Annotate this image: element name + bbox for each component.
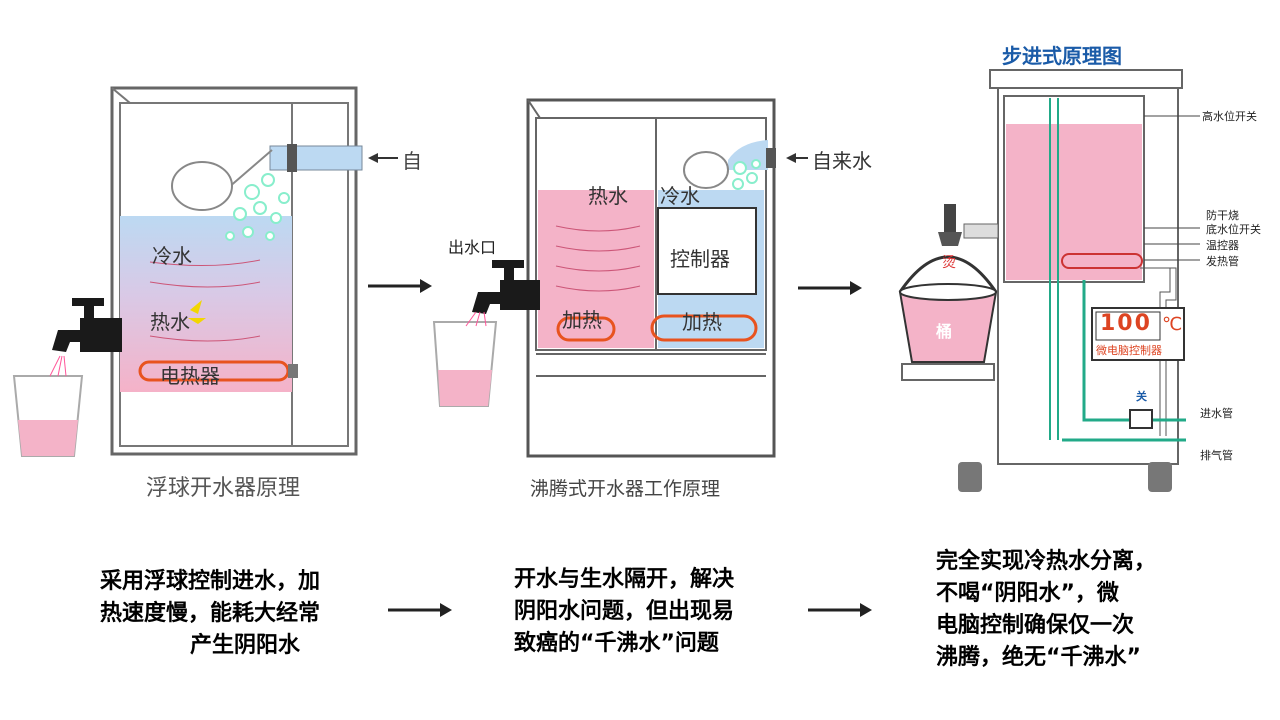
description-3-line-4: 沸腾，绝无“千沸水” <box>936 645 1141 670</box>
p3-spray-label: 烫 <box>942 255 956 271</box>
arrow-1 <box>368 279 432 293</box>
p3-low-level-label: 底水位开关 <box>1206 223 1261 236</box>
p3-thermostat-label: 温控器 <box>1206 239 1239 252</box>
p2-heat-right-label: 加热 <box>682 310 722 334</box>
panel3-valve <box>1129 409 1153 429</box>
p3-controller-label: 微电脑控制器 <box>1096 344 1162 357</box>
description-1-line-3: 产生阴阳水 <box>189 633 300 658</box>
panel1-inlet-pipe <box>269 145 363 171</box>
panel3-leg-left <box>958 462 982 492</box>
panel2-cup <box>432 311 498 407</box>
panel3-heating-tube <box>1061 253 1143 269</box>
description-3: 完全实现冷热水分离， 不喝“阴阳水”，微 电脑控制确保仅一次 沸腾，绝无“千沸水… <box>936 546 1236 674</box>
p3-vent-label: 排气管 <box>1200 449 1233 462</box>
description-3-line-2: 不喝“阴阳水”，微 <box>936 581 1119 606</box>
p1-inlet-label: 自 <box>402 149 422 173</box>
p2-inlet-label: 自来水 <box>812 149 872 173</box>
panel3-machine <box>898 69 1200 492</box>
p3-high-level-label: 高水位开关 <box>1202 110 1257 123</box>
description-1-line-2: 热速度慢，能耗大经常 <box>100 601 321 626</box>
panel1-bubbles <box>225 173 290 241</box>
p3-title: 步进式原理图 <box>1002 44 1122 68</box>
p1-caption: 浮球开水器原理 <box>146 476 301 501</box>
panel2-controller-box <box>657 207 757 295</box>
arrow-2 <box>798 281 862 295</box>
panel2-heater-left <box>556 316 616 342</box>
p2-hot-label: 热水 <box>588 184 628 208</box>
p3-dry-guard-label: 防干烧 <box>1206 209 1239 222</box>
p1-heater-label: 电热器 <box>160 364 220 388</box>
description-3-line-3: 电脑控制确保仅一次 <box>936 613 1135 638</box>
panel2-faucet <box>472 260 540 314</box>
panel1-faucet <box>52 298 122 352</box>
p3-inlet-label: 进水管 <box>1200 407 1233 420</box>
p1-cold-label: 冷水 <box>152 244 192 268</box>
description-2: 开水与生水隔开，解决 阴阳水问题，但出现易 致癌的“千沸水”问题 <box>514 564 804 660</box>
panel1-cup <box>12 355 84 457</box>
panel3-bucket <box>898 255 998 363</box>
p2-controller-label: 控制器 <box>670 247 730 271</box>
description-2-line-1: 开水与生水隔开，解决 <box>514 567 735 592</box>
description-2-line-3: 致癌的“千沸水”问题 <box>514 631 719 656</box>
p2-outlet-label: 出水口 <box>448 238 497 257</box>
p3-temp-display: 100 <box>1100 311 1152 336</box>
description-1-line-1: 采用浮球控制进水，加 <box>100 569 321 594</box>
description-1: 采用浮球控制进水，加 热速度慢，能耗大经常 产生阴阳水 <box>100 566 390 662</box>
p1-hot-label: 热水 <box>150 310 190 334</box>
p2-caption: 沸腾式开水器工作原理 <box>530 478 721 500</box>
p3-unit-label: ℃ <box>1162 314 1183 335</box>
p3-heating-tube-label: 发热管 <box>1206 255 1239 268</box>
p3-bucket-label: 桶 <box>936 322 953 341</box>
panel2-heater-right <box>650 314 758 342</box>
panel1-float-ball <box>171 161 233 211</box>
panel1-machine <box>12 86 398 457</box>
panel3-hot-tank <box>1006 124 1142 280</box>
description-3-line-1: 完全实现冷热水分离， <box>936 549 1157 574</box>
panel3-leg-right <box>1148 462 1172 492</box>
p3-valve-label: 关 <box>1136 390 1147 403</box>
panel2-machine <box>432 98 808 458</box>
description-2-line-2: 阴阳水问题，但出现易 <box>514 599 735 624</box>
p2-cold-label: 冷水 <box>660 184 700 208</box>
panel2-hot-tank <box>538 190 654 348</box>
p2-heat-left-label: 加热 <box>562 308 602 332</box>
